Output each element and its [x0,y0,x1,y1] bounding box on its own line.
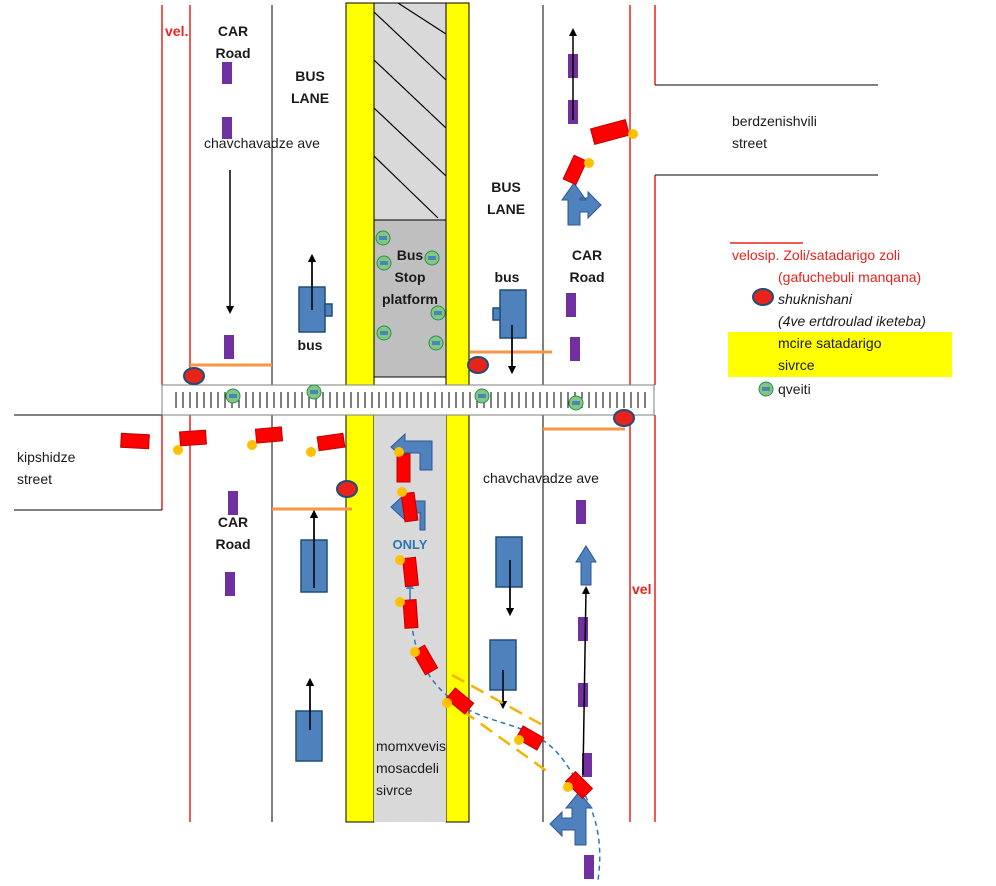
label-bus-left: bus [297,337,323,353]
label-momxvevis-2: mosacdeli [376,760,440,776]
label-only: ONLY [392,537,428,552]
legend-bike-lane-2: (gafuchebuli manqana) [778,269,922,285]
stop-lines [190,350,625,511]
crosswalk [161,384,655,416]
label-chavchavadze-bottom: chavchavadze ave [483,470,599,486]
label-bus-stop-3: platform [382,291,438,307]
label-car-road-right-2: Road [569,269,605,285]
label-chavchavadze-top: chavchavadze ave [204,135,320,151]
cars [120,119,631,800]
legend-pedestrian: qveiti [778,381,811,397]
median-yellow-left-top [345,2,375,386]
crosswalk-ticks [175,392,646,408]
label-bus-lane-right-1: BUS [491,179,521,195]
legend-graphics [728,242,952,397]
label-kipshidze-2: street [17,471,53,487]
guide-lines [444,673,549,774]
lane-separators [271,5,544,822]
median-yellow-left-bottom [345,414,375,823]
label-momxvevis-1: momxvevis [376,738,447,754]
label-berdzenishvili-1: berdzenishvili [732,113,817,129]
label-berdzenishvili-2: street [732,135,768,151]
label-car-road-top-left-1: CAR [217,23,249,39]
label-car-road-bottom-2: Road [215,536,251,552]
label-car-road-top-left-2: Road [215,45,251,61]
label-bus-lane-left-1: BUS [295,68,325,84]
legend-safety-zone-1: mcire satadarigo [778,335,882,351]
label-kipshidze-1: kipshidze [17,449,76,465]
label-bus-lane-right-2: LANE [486,201,526,217]
label-car-road-bottom-1: CAR [217,514,249,530]
label-bus-right: bus [494,269,520,285]
legend-traffic-light-1: shuknishani [778,291,852,307]
hatch-lines [373,2,447,219]
car-signals [173,129,638,792]
label-bus-stop-2: Stop [394,269,426,285]
label-momxvevis-3: sivrce [376,782,413,798]
label-car-road-right-1: CAR [571,247,603,263]
side-streets [14,84,878,511]
lane-direction-arrows [390,182,602,846]
legend-safety-zone-2: sivrce [778,357,815,373]
bus-arrows [306,254,516,730]
label-bus-stop-1: Bus [396,247,424,263]
bus-stop-platform [373,219,447,378]
median-yellow-right-top [445,2,470,386]
label-vel-left: vel. [165,23,189,39]
legend-bike-lane-1: velosip. Zoli/satadarigo zoli [732,247,901,263]
label-bus-lane-left-2: LANE [290,90,330,106]
label-vel-right: vel [632,581,652,597]
bike-lane-lines [161,5,656,822]
median-yellow-right-bottom [445,414,470,823]
hatched-zone [373,2,447,221]
legend-traffic-light-2: (4ve ertdroulad iketeba) [778,313,926,329]
